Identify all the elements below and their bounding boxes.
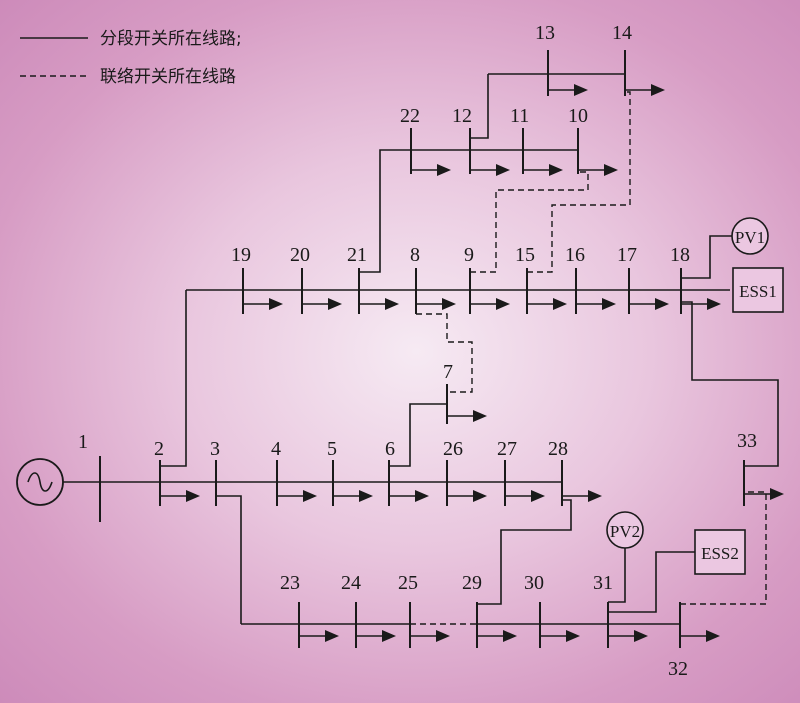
bus-label-16: 16 — [565, 244, 585, 266]
ess2-label: ESS2 — [701, 544, 739, 563]
legend: 分段开关所在线路; 联络开关所在线路 — [20, 29, 242, 87]
bus-label-25: 25 — [398, 572, 418, 594]
pv2-device: PV2 — [606, 511, 644, 549]
ac-source-icon — [16, 458, 64, 506]
bus-label-27: 27 — [497, 438, 517, 460]
bus-label-13: 13 — [535, 22, 555, 44]
tie-lines — [410, 91, 767, 625]
bus-label-29: 29 — [462, 572, 482, 594]
bus-label-14: 14 — [612, 22, 632, 44]
bus-label-15: 15 — [515, 244, 535, 266]
bus-label-33: 33 — [737, 430, 757, 452]
bus-label-30: 30 — [524, 572, 544, 594]
bus-label-1: 1 — [78, 431, 88, 453]
bus-label-20: 20 — [290, 244, 310, 266]
pv2-label: PV2 — [610, 522, 640, 541]
bus-label-18: 18 — [670, 244, 690, 266]
bus-label-31: 31 — [593, 572, 613, 594]
bus-label-24: 24 — [341, 572, 361, 594]
bus-label-23: 23 — [280, 572, 300, 594]
bus-label-3: 3 — [210, 438, 220, 460]
bus-label-22: 22 — [400, 105, 420, 127]
bus-labels: 2 3 4 5 6 7 8 9 10 11 12 13 14 15 16 17 … — [154, 22, 757, 680]
bus-label-8: 8 — [410, 244, 420, 266]
bus-label-9: 9 — [464, 244, 474, 266]
bus-label-32: 32 — [668, 658, 688, 680]
bus-bars — [159, 50, 745, 648]
bus-label-26: 26 — [443, 438, 463, 460]
pv1-label: PV1 — [735, 228, 765, 247]
bus-label-21: 21 — [347, 244, 367, 266]
bus-label-17: 17 — [617, 244, 637, 266]
branch-lines — [160, 74, 779, 624]
bus-label-11: 11 — [510, 105, 529, 127]
bus-label-10: 10 — [568, 105, 588, 127]
ess1-label: ESS1 — [739, 282, 777, 301]
legend-dashed-label: 联络开关所在线路 — [100, 67, 236, 87]
pv1-device: PV1 — [731, 217, 769, 255]
ess2-device: ESS2 — [694, 529, 746, 575]
bus-label-5: 5 — [327, 438, 337, 460]
bus-label-2: 2 — [154, 438, 164, 460]
bus-label-7: 7 — [443, 361, 453, 383]
bus-label-28: 28 — [548, 438, 568, 460]
ess1-device: ESS1 — [732, 267, 784, 313]
bus-label-6: 6 — [385, 438, 395, 460]
legend-solid-label: 分段开关所在线路; — [100, 29, 242, 49]
bus-label-4: 4 — [271, 438, 281, 460]
bus-label-12: 12 — [452, 105, 472, 127]
main-feeder-lines — [100, 73, 730, 625]
load-arrow-icons — [160, 84, 784, 642]
bus-label-19: 19 — [231, 244, 251, 266]
